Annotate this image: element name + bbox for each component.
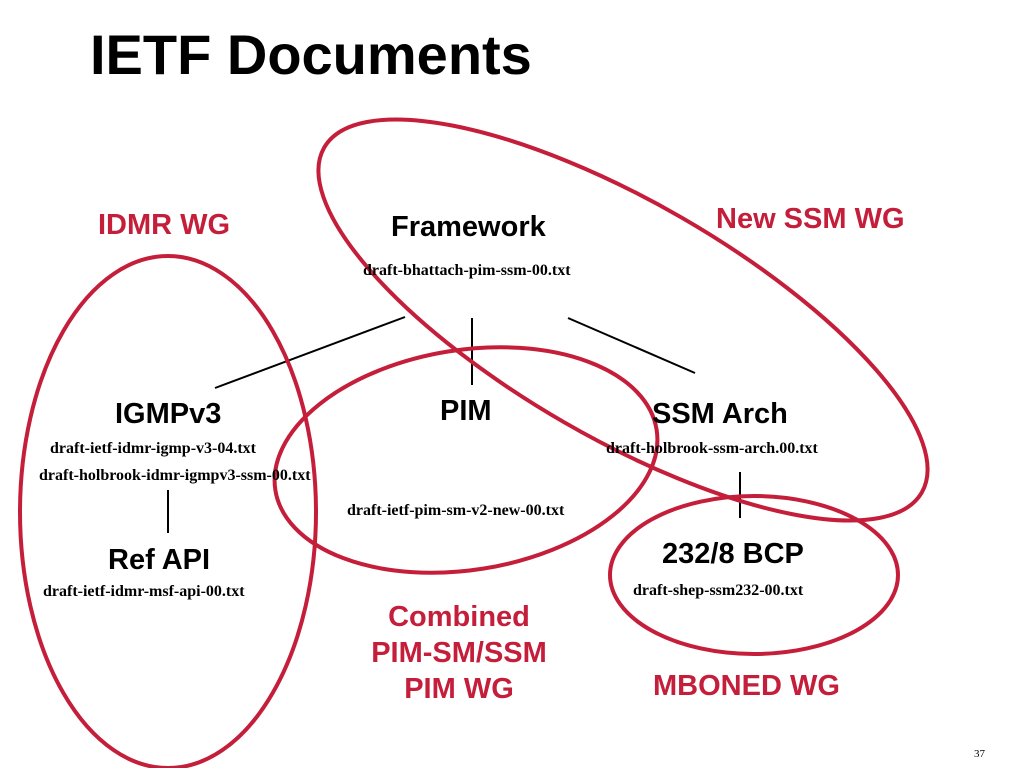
page-title: IETF Documents xyxy=(90,23,532,86)
framework-label: Framework xyxy=(391,211,546,243)
ssm-arch-doc: draft-holbrook-ssm-arch.00.txt xyxy=(606,440,818,457)
idmr-wg-outline xyxy=(18,254,318,768)
idmr-wg-label: IDMR WG xyxy=(98,209,231,241)
combined-pim-wg-outline xyxy=(272,345,660,575)
pim-doc: draft-ietf-pim-sm-v2-new-00.txt xyxy=(347,502,565,519)
connector-framework-ssm-arch xyxy=(567,317,696,374)
igmpv3-doc-1: draft-ietf-idmr-igmp-v3-04.txt xyxy=(50,440,257,457)
ref-api-doc: draft-ietf-idmr-msf-api-00.txt xyxy=(43,583,245,600)
combined-label-line-1: Combined xyxy=(388,601,530,633)
combined-label-line-2: PIM-SM/SSM xyxy=(371,637,547,669)
combined-label-line-3: PIM WG xyxy=(404,673,514,705)
igmpv3-label: IGMPv3 xyxy=(115,398,222,430)
igmpv3-doc-2: draft-holbrook-idmr-igmpv3-ssm-00.txt xyxy=(39,467,311,484)
ssm-arch-label: SSM Arch xyxy=(652,398,788,430)
bcp-label: 232/8 BCP xyxy=(662,538,804,570)
page-number: 37 xyxy=(974,748,985,760)
new-ssm-wg-label: New SSM WG xyxy=(716,203,905,235)
mboned-wg-outline xyxy=(608,494,900,656)
framework-doc: draft-bhattach-pim-ssm-00.txt xyxy=(363,262,571,279)
ref-api-label: Ref API xyxy=(108,544,211,576)
bcp-doc: draft-shep-ssm232-00.txt xyxy=(633,582,804,599)
new-ssm-wg-outline xyxy=(316,117,930,523)
pim-label: PIM xyxy=(440,395,492,427)
connector-framework-igmpv3 xyxy=(214,316,406,389)
mboned-wg-label: MBONED WG xyxy=(653,670,840,702)
combined-pim-wg-label: Combined PIM-SM/SSM PIM WG xyxy=(371,599,547,707)
